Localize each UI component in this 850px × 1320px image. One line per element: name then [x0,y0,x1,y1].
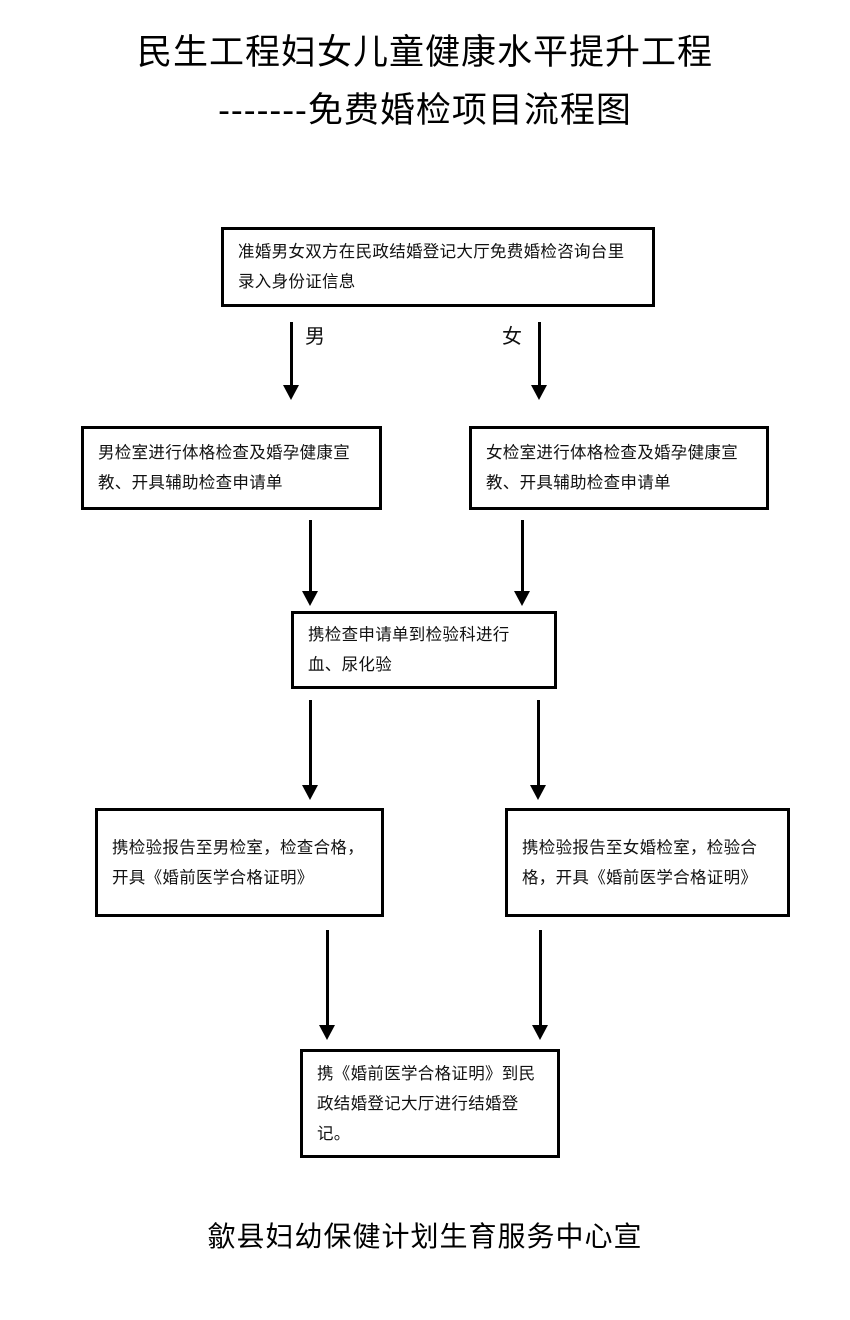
flow-node-female-certificate[interactable]: 携检验报告至女婚检室，检验合格，开具《婚前医学合格证明》 [505,808,790,917]
flow-node-label: 男检室进行体格检查及婚孕健康宣教、开具辅助检查申请单 [98,443,350,492]
title-line-1: 民生工程妇女儿童健康水平提升工程 [136,33,713,73]
flow-node-male-certificate[interactable]: 携检验报告至男检室，检查合格，开具《婚前医学合格证明》 [95,808,384,917]
flow-node-male-exam[interactable]: 男检室进行体格检查及婚孕健康宣教、开具辅助检查申请单 [81,426,382,510]
footer-issuer: 歙县妇幼保健计划生育服务中心宣 [207,1220,643,1253]
flow-node-female-exam[interactable]: 女检室进行体格检查及婚孕健康宣教、开具辅助检查申请单 [469,426,769,510]
arrow-male-exam-to-lab [301,520,319,606]
flow-node-lab-test[interactable]: 携检查申请单到检验科进行血、尿化验 [291,611,557,689]
arrow-lab-to-male-report [301,700,319,800]
flow-node-label: 准婚男女双方在民政结婚登记大厅免费婚检咨询台里录入身份证信息 [238,242,625,291]
arrow-female-exam-to-lab [513,520,531,606]
arrow-male-certificate-to-marriage [318,930,336,1040]
flow-node-label: 携《婚前医学合格证明》到民政结婚登记大厅进行结婚登记。 [317,1063,536,1143]
arrow-lab-to-female-report [529,700,547,800]
flow-node-label: 携检查申请单到检验科进行血、尿化验 [308,625,510,674]
flow-node-label: 女检室进行体格检查及婚孕健康宣教、开具辅助检查申请单 [486,443,738,492]
arrow-registration-to-female [530,322,548,400]
arrow-registration-to-male [282,322,300,400]
flow-node-marriage-registration[interactable]: 携《婚前医学合格证明》到民政结婚登记大厅进行结婚登记。 [300,1049,560,1158]
flow-node-label: 携检验报告至男检室，检查合格，开具《婚前医学合格证明》 [112,837,364,887]
branch-label-male: 男 [305,324,325,348]
arrow-female-certificate-to-marriage [531,930,549,1040]
title-line-2: -------免费婚检项目流程图 [218,91,632,131]
page-title: 民生工程妇女儿童健康水平提升工程 -------免费婚检项目流程图 [0,24,850,140]
branch-label-female: 女 [502,324,522,348]
flow-node-registration[interactable]: 准婚男女双方在民政结婚登记大厅免费婚检咨询台里录入身份证信息 [221,227,655,307]
flow-node-label: 携检验报告至女婚检室，检验合格，开具《婚前医学合格证明》 [522,837,758,887]
